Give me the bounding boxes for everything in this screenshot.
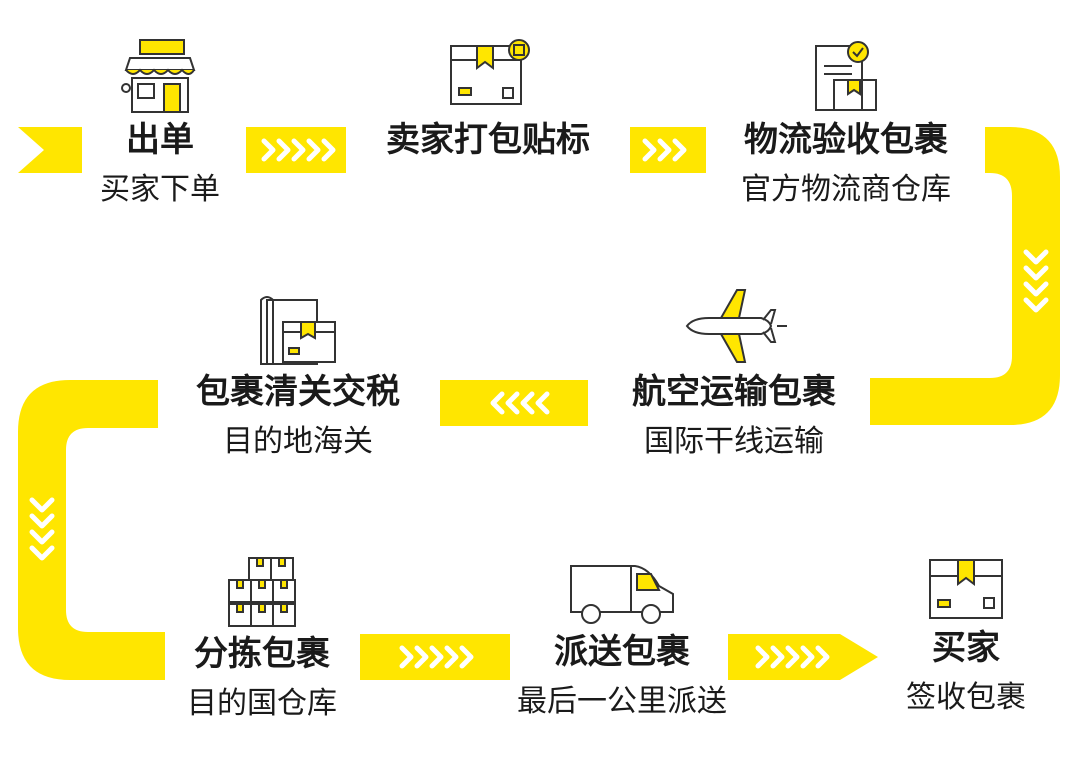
package-label-icon [450,39,530,105]
chevron-right-icon [755,645,830,669]
step-logistics-check: 物流验收包裹 官方物流商仓库 [726,38,966,210]
step-subtitle: 目的国仓库 [187,686,337,721]
airplane-icon [685,289,787,363]
document-package-check-icon [815,41,877,111]
chevron-right-icon [642,138,687,162]
step-subtitle: 签收包裹 [906,680,1026,715]
chevron-down-icon [29,497,55,561]
received-package-icon [929,559,1003,619]
step-subtitle: 买家下单 [100,172,220,207]
step-buyer-receipt: 买家 签收包裹 [846,556,1080,718]
step-subtitle: 最后一公里派送 [517,684,727,719]
chevron-down-icon [1023,249,1049,313]
step-title: 卖家打包贴标 [386,120,590,160]
step-title: 分拣包裹 [194,634,330,674]
step-title: 包裹清关交税 [196,372,400,412]
step-title: 买家 [932,628,1000,668]
customs-package-icon [260,296,336,365]
van-icon [570,565,674,624]
step-delivery: 派送包裹 最后一公里派送 [502,560,742,722]
step-air-transport: 航空运输包裹 国际干线运输 [614,286,854,462]
chevron-right-icon [399,645,474,669]
step-pack-label: 卖家打包贴标 [368,38,608,162]
track-end-arrow [728,634,878,680]
store-icon [121,39,196,113]
step-subtitle: 目的地海关 [223,424,373,459]
track-right-turn [870,127,1060,425]
step-sorting: 分拣包裹 目的国仓库 [142,556,382,724]
track-left-turn [18,380,165,680]
step-subtitle: 官方物流商仓库 [741,172,951,207]
step-title: 航空运输包裹 [632,372,836,412]
step-order: 出单 买家下单 [40,38,280,210]
track-start-arrow [18,127,82,173]
step-title: 物流验收包裹 [744,120,948,160]
chevron-left-icon [490,391,550,415]
track-segment-4-5 [440,380,588,426]
step-title: 派送包裹 [554,632,690,672]
step-subtitle: 国际干线运输 [644,424,824,459]
step-customs: 包裹清关交税 目的地海关 [178,292,418,462]
stacked-boxes-icon [228,557,296,627]
track-segment-1-2 [246,127,346,173]
track-segment-6-7 [360,634,510,680]
chevron-right-icon [261,138,336,162]
step-title: 出单 [126,120,194,160]
